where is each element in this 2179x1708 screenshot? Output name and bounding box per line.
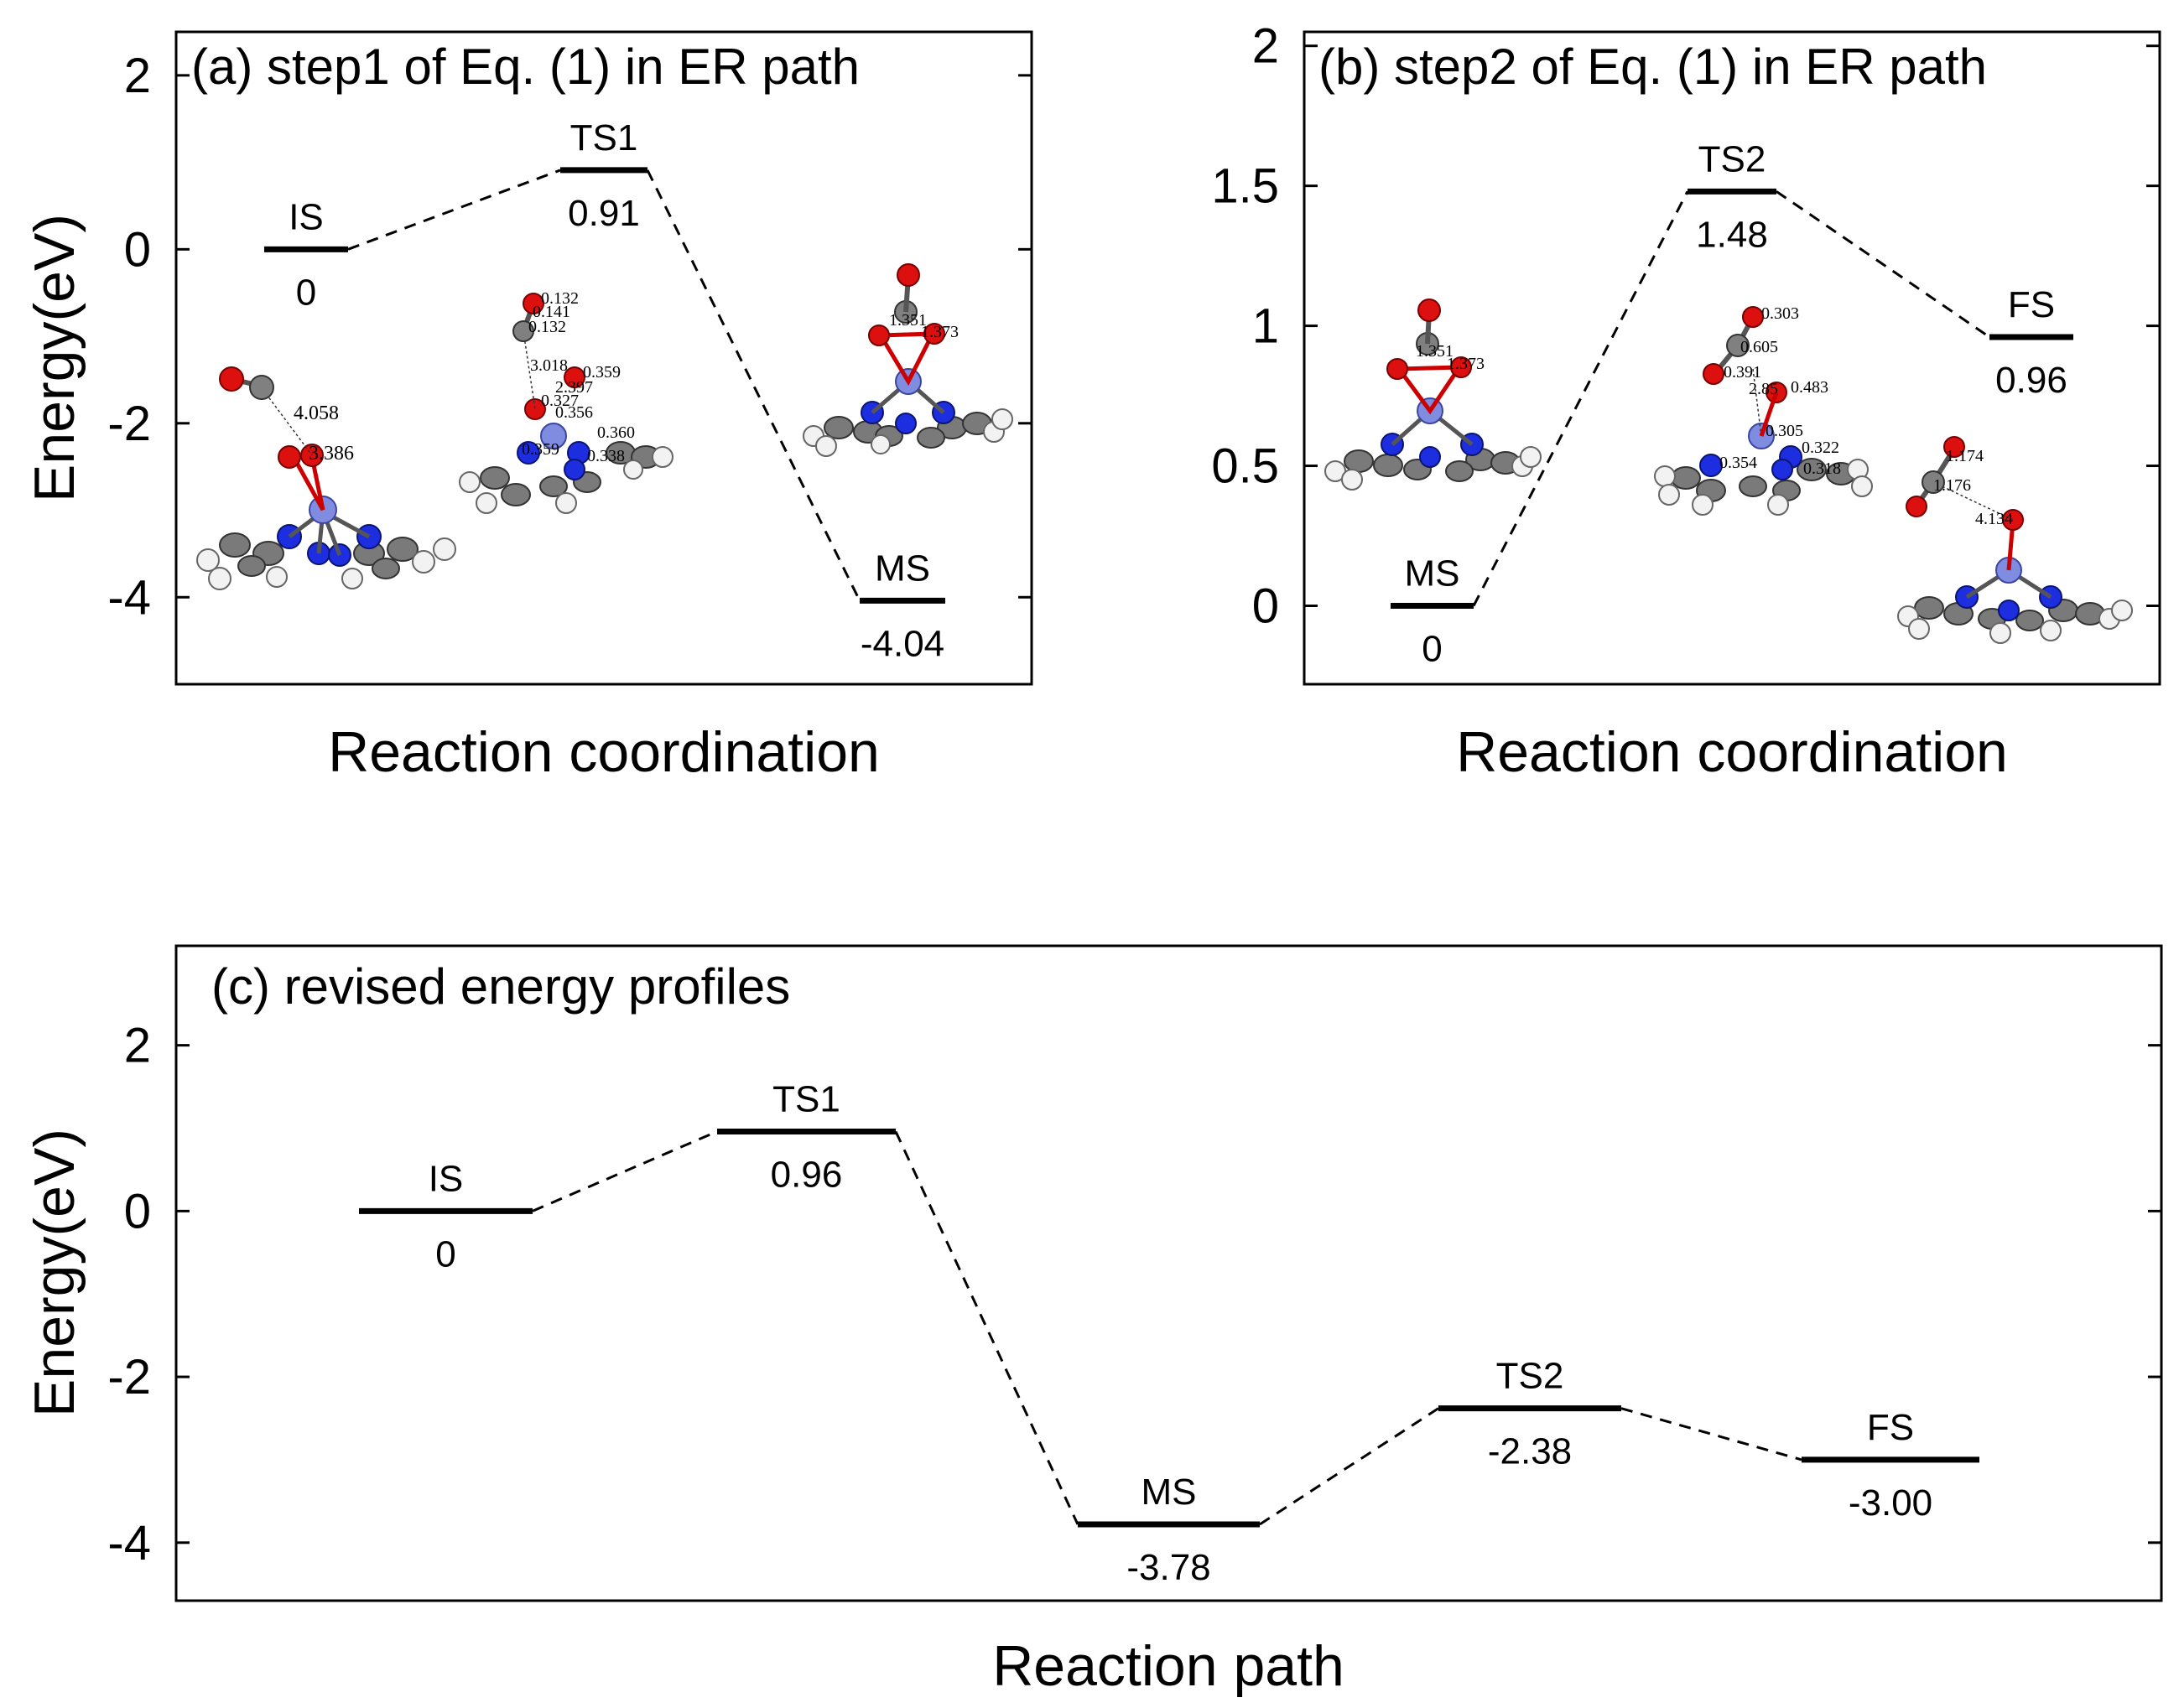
state-label: IS: [429, 1158, 464, 1199]
molecule-ts2-illustration: 0.303 0.605 0.391 2.85 0.483 0.305 0.354…: [1654, 304, 1873, 516]
molecule-ts1-distance-label: 0.141: [533, 303, 570, 321]
connector-line: [1620, 1407, 1802, 1461]
panel-a-yticks: 2 0 -2 -4: [107, 49, 1032, 625]
molecule-fs-distance-label: 4.134: [1975, 510, 2013, 528]
ytick-label: -2: [107, 1350, 151, 1404]
ytick-label: 0.5: [1211, 439, 1279, 494]
panel-a-title: (a) step1 of Eq. (1) in ER path: [191, 39, 860, 95]
state-label: MS: [1142, 1472, 1197, 1513]
molecule-is-distance-label: 3.386: [309, 443, 354, 465]
molecule-ts2-distance-label: 0.605: [1740, 338, 1778, 356]
molecule-ts2-distance-label: 0.391: [1724, 363, 1761, 382]
ytick-label: -2: [107, 397, 151, 451]
molecule-ms-distance-label: 1.351: [1416, 342, 1454, 361]
connector-line: [1776, 190, 1990, 339]
ytick-label: -4: [107, 570, 151, 625]
energy-value-label: 0: [435, 1233, 455, 1275]
panel-c-frame: [174, 944, 2163, 1602]
state-label: TS1: [772, 1078, 840, 1119]
energy-value-label: 0: [1422, 629, 1442, 670]
molecule-fs-distance-label: 1.174: [1946, 447, 1984, 465]
panel-a-xlabel: Reaction coordination: [328, 720, 880, 784]
molecule-ms-distance-label: 1.373: [1447, 355, 1485, 373]
energy-value-label: -2.38: [1488, 1431, 1572, 1472]
energy-value-label: -4.04: [861, 623, 944, 664]
connector-line: [894, 1130, 1079, 1525]
state-label: MS: [875, 548, 930, 589]
panel-c-title: (c) revised energy profiles: [211, 958, 790, 1015]
panel-c-xlabel: Reaction path: [992, 1634, 1344, 1698]
ytick-label: 0: [1252, 579, 1279, 634]
panel-c-ylabel: Energy(eV): [23, 1129, 86, 1417]
state-label: TS2: [1496, 1356, 1564, 1397]
molecule-ms-illustration: 1.351 1.373: [1324, 299, 1542, 491]
connector-line: [1472, 190, 1689, 607]
panel-a: (a) step1 of Eq. (1) in ER path Reaction…: [23, 30, 1033, 784]
molecule-ts1-distance-label: 0.359: [522, 440, 559, 459]
ytick-label: 1.5: [1211, 159, 1279, 214]
connector-line: [1259, 1407, 1439, 1526]
molecule-ts2-distance-label: 0.303: [1761, 304, 1799, 323]
molecule-ms-illustration: 1.351 1.373: [803, 263, 1013, 457]
connector-line: [532, 1130, 718, 1212]
molecule-ts2-distance-label: 2.85: [1749, 380, 1778, 398]
ytick-label: -4: [107, 1516, 151, 1570]
molecule-ts1-distance-label: 3.018: [530, 356, 568, 375]
panel-b-title: (b) step2 of Eq. (1) in ER path: [1318, 39, 1987, 95]
molecule-ts1-distance-label: 2.397: [555, 378, 593, 397]
ytick-label: 2: [1252, 19, 1279, 74]
molecule-ts1-distance-label: 0.359: [583, 363, 621, 382]
connector-line: [646, 169, 861, 602]
state-label: MS: [1405, 553, 1460, 594]
energy-value-label: -3.78: [1126, 1547, 1210, 1588]
molecule-ts2-distance-label: 0.483: [1791, 378, 1828, 397]
panel-a-frame: [174, 30, 1033, 686]
state-label: FS: [2008, 284, 2055, 325]
ytick-label: 0: [124, 1184, 151, 1238]
energy-value-label: 0.96: [771, 1154, 843, 1195]
panel-b-yticks: 2 1.5 1 0.5 0: [1211, 19, 2160, 634]
connector-line: [347, 169, 561, 251]
state-label: TS2: [1698, 138, 1766, 179]
molecule-ts1-distance-label: 0.360: [597, 423, 635, 442]
molecule-ts1-distance-label: 0.327: [541, 392, 579, 410]
energy-value-label: 0: [296, 272, 316, 313]
molecule-fs-illustration: 1.174 1.176 4.134: [1897, 436, 2133, 644]
ytick-label: 0: [124, 222, 151, 277]
molecule-ts2-distance-label: 0.354: [1719, 454, 1757, 472]
ytick-label: 1: [1252, 299, 1279, 354]
molecule-ts1-illustration: 0.132 0.141 0.132 3.018 0.359 2.397 0.32…: [459, 289, 673, 514]
energy-value-label: -3.00: [1849, 1482, 1932, 1524]
molecule-ms-distance-label: 1.373: [921, 323, 959, 341]
panel-b-frame: [1303, 30, 2161, 686]
molecule-ts1-distance-label: 0.338: [587, 447, 625, 465]
molecule-ts2-distance-label: 0.322: [1802, 439, 1839, 457]
panel-b-xlabel: Reaction coordination: [1456, 720, 2008, 784]
molecule-ts1-distance-label: 0.132: [528, 318, 566, 336]
molecule-is-illustration: 4.058 3.386: [196, 366, 456, 590]
molecule-is-distance-label: 4.058: [294, 402, 339, 424]
panel-b: (b) step2 of Eq. (1) in ER path Reaction…: [1211, 19, 2161, 784]
state-label: IS: [289, 196, 324, 237]
molecule-fs-distance-label: 1.176: [1933, 476, 1971, 495]
molecule-ms-distance-label: 1.351: [889, 311, 927, 330]
energy-value-label: 0.91: [568, 193, 640, 234]
panel-c: (c) revised energy profiles Reaction pat…: [23, 944, 2163, 1698]
ytick-label: 2: [124, 49, 151, 103]
ytick-label: 2: [124, 1019, 151, 1073]
molecule-ts1-distance-label: 0.132: [541, 289, 579, 308]
panel-c-yticks: 2 0 -2 -4: [107, 1019, 2161, 1570]
molecule-ts1-distance-label: 0.356: [555, 403, 593, 422]
molecule-ts2-distance-label: 0.318: [1803, 459, 1841, 478]
energy-value-label: 1.48: [1696, 214, 1768, 255]
energy-value-label: 0.96: [1995, 360, 2067, 401]
state-label: FS: [1867, 1407, 1914, 1448]
molecule-ts2-distance-label: 0.305: [1766, 422, 1803, 440]
state-label: TS1: [570, 117, 638, 158]
panel-a-ylabel: Energy(eV): [23, 214, 86, 502]
